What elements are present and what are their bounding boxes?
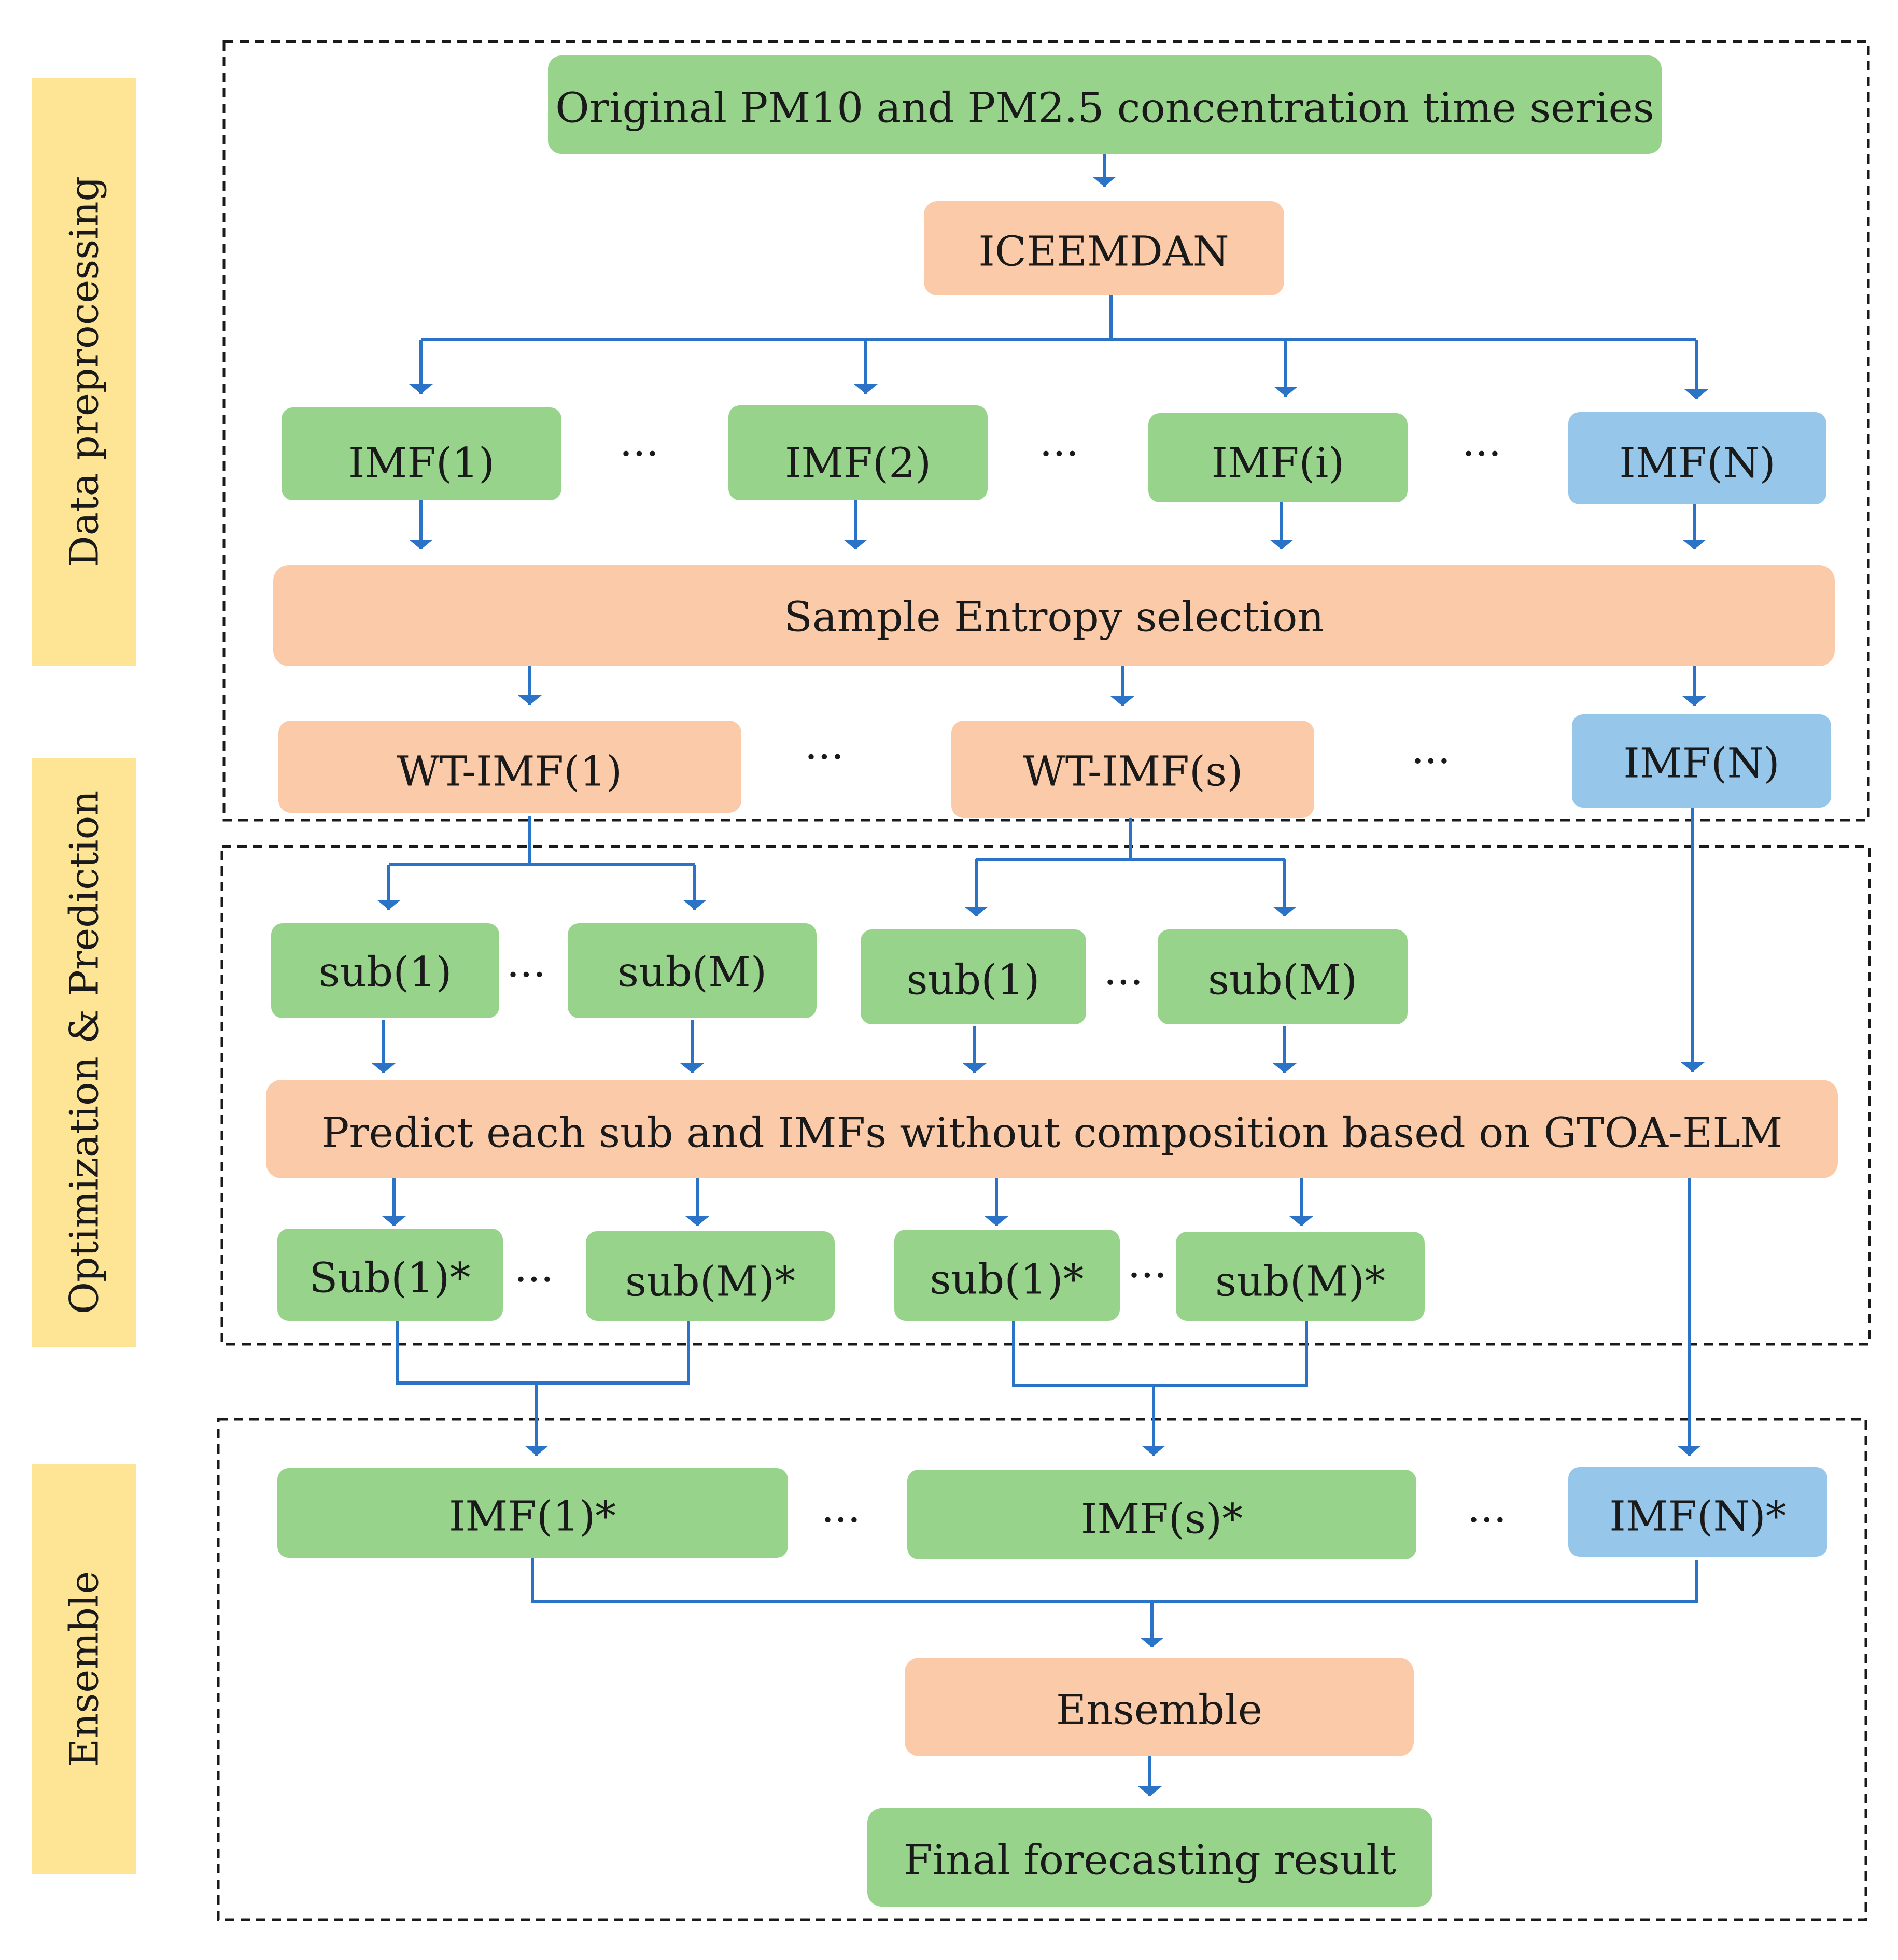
node-sub1-star-a: Sub(1)* bbox=[277, 1229, 503, 1321]
node-imfn-star: IMF(N)* bbox=[1568, 1467, 1827, 1557]
node-imfs-star: IMF(s)* bbox=[907, 1470, 1416, 1559]
section-label-bar bbox=[32, 1464, 136, 1874]
ellipsis: ··· bbox=[1411, 737, 1451, 785]
node-label: WT-IMF(1) bbox=[397, 748, 623, 796]
section-label-text: Ensemble bbox=[61, 1571, 107, 1767]
node-subm-star-b: sub(M)* bbox=[1176, 1232, 1425, 1321]
node-subm-a: sub(M) bbox=[568, 923, 817, 1018]
ellipsis: ··· bbox=[1104, 958, 1143, 1007]
ellipsis: ··· bbox=[620, 430, 659, 478]
ellipsis: ··· bbox=[507, 951, 546, 999]
node-label: Predict each sub and IMFs without compos… bbox=[321, 1109, 1783, 1157]
node-label: IMF(N)* bbox=[1609, 1492, 1786, 1541]
node-label: sub(M)* bbox=[625, 1258, 795, 1306]
ellipsis: ··· bbox=[805, 733, 844, 781]
arrows bbox=[372, 153, 1708, 1796]
fanout-wt-imf1 bbox=[389, 816, 695, 866]
node-label: Sample Entropy selection bbox=[784, 593, 1324, 641]
node-final: Final forecasting result bbox=[867, 1808, 1432, 1907]
node-sample-entropy: Sample Entropy selection bbox=[273, 565, 1835, 666]
node-sub1-a: sub(1) bbox=[271, 923, 499, 1018]
section-label-data-preprocessing: Data preprocessing bbox=[32, 78, 136, 666]
node-imf1-star: IMF(1)* bbox=[277, 1468, 788, 1558]
node-label: IMF(i) bbox=[1211, 439, 1344, 487]
node-label: Ensemble bbox=[1056, 1686, 1262, 1734]
node-label: IMF(2) bbox=[785, 439, 931, 487]
node-imf1: IMF(1) bbox=[282, 407, 561, 500]
node-imfi: IMF(i) bbox=[1148, 413, 1408, 502]
node-sub1-b: sub(1) bbox=[861, 929, 1086, 1024]
node-subm-b: sub(M) bbox=[1158, 929, 1408, 1024]
node-ensemble: Ensemble bbox=[905, 1658, 1414, 1756]
section-label-bar bbox=[32, 758, 136, 1347]
node-predict: Predict each sub and IMFs without compos… bbox=[266, 1080, 1838, 1178]
node-label: IMF(N) bbox=[1623, 739, 1779, 787]
node-label: WT-IMF(s) bbox=[1023, 748, 1243, 796]
section-label-bar bbox=[32, 78, 136, 666]
merge-ensemble bbox=[531, 1558, 1698, 1603]
fanout-wt-imfs bbox=[976, 818, 1285, 861]
node-wt-imf1: WT-IMF(1) bbox=[278, 721, 741, 813]
ellipsis: ··· bbox=[1462, 430, 1501, 478]
node-label: Original PM10 and PM2.5 concentration ti… bbox=[555, 84, 1654, 132]
ellipsis: ··· bbox=[821, 1496, 861, 1544]
ellipsis: ··· bbox=[1128, 1251, 1167, 1300]
node-label: sub(1) bbox=[318, 948, 452, 996]
merge-sub-star-b bbox=[1012, 1321, 1308, 1400]
connectors bbox=[389, 295, 1698, 1603]
nodes: Original PM10 and PM2.5 concentration ti… bbox=[266, 55, 1838, 1907]
node-imfn-2: IMF(N) bbox=[1572, 714, 1831, 808]
node-subm-star-a: sub(M)* bbox=[586, 1231, 835, 1321]
ellipsis: ··· bbox=[514, 1256, 554, 1304]
node-label: sub(M) bbox=[1208, 956, 1357, 1004]
frame-data-preprocessing bbox=[222, 40, 1870, 822]
node-sub1-star-b: sub(1)* bbox=[894, 1230, 1120, 1321]
fanout-iceemdan bbox=[421, 295, 1696, 341]
node-iceemdan: ICEEMDAN bbox=[924, 201, 1284, 295]
node-label: IMF(1)* bbox=[449, 1492, 616, 1541]
node-label: sub(1)* bbox=[930, 1256, 1084, 1304]
node-wt-imfs: WT-IMF(s) bbox=[951, 721, 1314, 818]
frame-ensemble bbox=[217, 1418, 1867, 1921]
merge-sub-star-a bbox=[396, 1321, 690, 1400]
ellipsis: ··· bbox=[1467, 1496, 1507, 1544]
node-label: ICEEMDAN bbox=[978, 228, 1229, 276]
ellipsis: ··· bbox=[1039, 430, 1079, 478]
node-label: IMF(s)* bbox=[1081, 1495, 1243, 1543]
node-label: Final forecasting result bbox=[904, 1836, 1396, 1884]
node-label: sub(M)* bbox=[1215, 1258, 1385, 1306]
node-imfn: IMF(N) bbox=[1568, 412, 1826, 504]
section-label-text: Data preprocessing bbox=[61, 176, 107, 567]
node-label: IMF(1) bbox=[348, 439, 495, 487]
node-label: IMF(N) bbox=[1619, 439, 1775, 487]
section-label-ensemble: Ensemble bbox=[32, 1464, 136, 1874]
node-label: Sub(1)* bbox=[310, 1254, 471, 1302]
node-imf2: IMF(2) bbox=[728, 405, 988, 500]
node-label: sub(M) bbox=[617, 948, 767, 996]
node-label: sub(1) bbox=[906, 956, 1039, 1004]
section-label-optimization-prediction: Optimization & Prediction bbox=[32, 758, 136, 1347]
section-label-text: Optimization & Prediction bbox=[61, 791, 107, 1315]
node-original: Original PM10 and PM2.5 concentration ti… bbox=[548, 55, 1662, 154]
